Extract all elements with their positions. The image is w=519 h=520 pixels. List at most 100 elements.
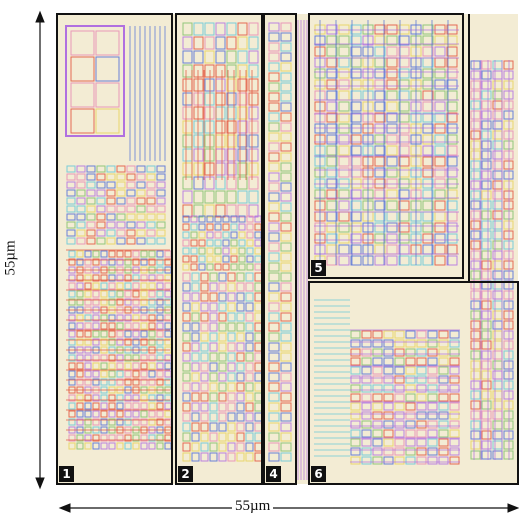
logic-cell: [383, 339, 394, 348]
logic-cell: [218, 362, 227, 372]
memory-cell: [100, 250, 108, 258]
logic-cell: [434, 35, 446, 46]
memory-cell: [68, 258, 76, 266]
memory-cell: [84, 394, 92, 402]
logic-cell: [470, 300, 481, 310]
logic-cell: [214, 223, 222, 231]
logic-cell: [215, 36, 226, 50]
logic-cell: [136, 189, 146, 197]
transistor-cell: [70, 108, 95, 134]
logic-cell: [237, 190, 248, 204]
logic-cell: [182, 231, 190, 239]
memory-cell: [116, 290, 124, 298]
logic-cell: [434, 101, 446, 112]
logic-cell: [427, 420, 438, 429]
memory-cell: [148, 378, 156, 386]
logic-cell: [190, 263, 198, 271]
memory-cell: [92, 330, 100, 338]
logic-cell: [237, 78, 248, 92]
memory-cell: [116, 274, 124, 282]
logic-cell: [182, 342, 191, 352]
memory-cell: [100, 330, 108, 338]
logic-cell: [156, 221, 166, 229]
logic-cell: [236, 442, 245, 452]
memory-cell: [148, 274, 156, 282]
logic-cell: [481, 120, 492, 130]
height-dimension-label: 55µm: [2, 237, 20, 279]
logic-cell: [398, 167, 410, 178]
logic-cell: [383, 366, 394, 375]
memory-cell: [84, 410, 92, 418]
logic-cell: [481, 410, 492, 420]
memory-cell: [68, 402, 76, 410]
memory-cell: [76, 402, 84, 410]
io-cell: [280, 152, 292, 162]
logic-cell: [422, 35, 434, 46]
io-cell: [268, 152, 280, 162]
logic-cell: [422, 156, 434, 167]
logic-cell: [246, 223, 254, 231]
logic-cell: [222, 263, 230, 271]
io-cell: [280, 162, 292, 172]
io-cell: [268, 182, 280, 192]
logic-cell: [96, 189, 106, 197]
logic-cell: [350, 366, 361, 375]
logic-cell: [449, 456, 460, 465]
logic-cell: [116, 173, 126, 181]
logic-cell: [350, 429, 361, 438]
logic-cell: [338, 101, 350, 112]
logic-cell: [405, 357, 416, 366]
memory-cell: [68, 370, 76, 378]
logic-cell: [245, 432, 254, 442]
memory-cell: [108, 402, 116, 410]
logic-cell: [146, 197, 156, 205]
logic-cell: [182, 215, 190, 223]
logic-cell: [350, 339, 361, 348]
logic-cell: [434, 112, 446, 123]
memory-cell: [132, 290, 140, 298]
memory-cell: [140, 282, 148, 290]
logic-cell: [209, 272, 218, 282]
io-cell: [268, 432, 280, 442]
logic-cell: [422, 233, 434, 244]
memory-cell: [84, 290, 92, 298]
logic-cell: [182, 223, 190, 231]
logic-cell: [200, 382, 209, 392]
memory-cell: [140, 354, 148, 362]
logic-cell: [470, 60, 481, 70]
logic-cell: [416, 429, 427, 438]
io-cell: [280, 62, 292, 72]
logic-cell: [438, 393, 449, 402]
logic-cell: [146, 221, 156, 229]
io-cell: [268, 412, 280, 422]
memory-cell: [156, 290, 164, 298]
memory-cell: [156, 418, 164, 426]
logic-cell: [449, 357, 460, 366]
logic-cell: [374, 222, 386, 233]
memory-cell: [140, 290, 148, 298]
logic-cell: [136, 181, 146, 189]
logic-cell: [422, 134, 434, 145]
transistor-cell: [70, 56, 95, 82]
memory-cell: [76, 354, 84, 362]
io-cell: [280, 22, 292, 32]
logic-cell: [248, 22, 259, 36]
logic-cell: [350, 384, 361, 393]
logic-cell: [338, 134, 350, 145]
block-6-tag: 6: [311, 466, 326, 482]
logic-cell: [446, 134, 458, 145]
block-2-region: [182, 22, 263, 462]
logic-cell: [350, 167, 362, 178]
logic-cell: [350, 330, 361, 339]
memory-cell: [108, 330, 116, 338]
logic-cell: [338, 200, 350, 211]
logic-cell: [86, 213, 96, 221]
logic-cell: [200, 442, 209, 452]
logic-cell: [470, 230, 481, 240]
logic-cell: [218, 372, 227, 382]
logic-cell: [146, 181, 156, 189]
logic-cell: [350, 393, 361, 402]
logic-cell: [350, 46, 362, 57]
logic-cell: [206, 263, 214, 271]
memory-cell: [68, 354, 76, 362]
